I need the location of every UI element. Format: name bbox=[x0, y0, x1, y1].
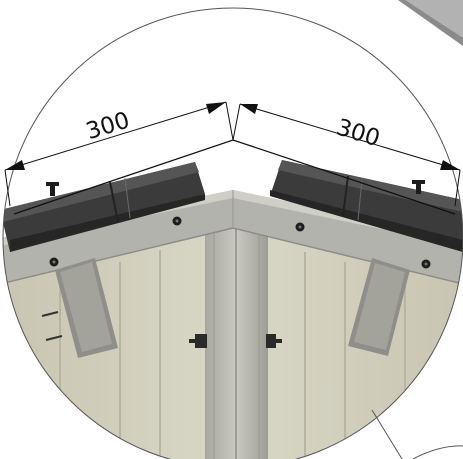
corner-post bbox=[205, 214, 268, 459]
screw-icon bbox=[295, 222, 305, 232]
bracket-icon bbox=[55, 258, 118, 358]
wall-screws-left bbox=[41, 311, 63, 341]
bolt-icon bbox=[46, 182, 59, 196]
post-clip-left bbox=[189, 334, 207, 348]
roof-ridge-outline bbox=[13, 139, 456, 215]
roof-module-left bbox=[3, 162, 205, 252]
eave-cap bbox=[3, 190, 463, 285]
bracket-icon bbox=[348, 258, 410, 356]
detail-circle bbox=[2, 7, 463, 459]
adjacent-detail-edge bbox=[398, 0, 463, 46]
bolt-icon bbox=[412, 180, 425, 194]
screw-icon bbox=[172, 216, 182, 226]
screw-icon bbox=[49, 257, 59, 267]
screw-icon bbox=[421, 259, 431, 269]
post-clip-right bbox=[266, 334, 282, 348]
callout-leader bbox=[371, 409, 463, 459]
